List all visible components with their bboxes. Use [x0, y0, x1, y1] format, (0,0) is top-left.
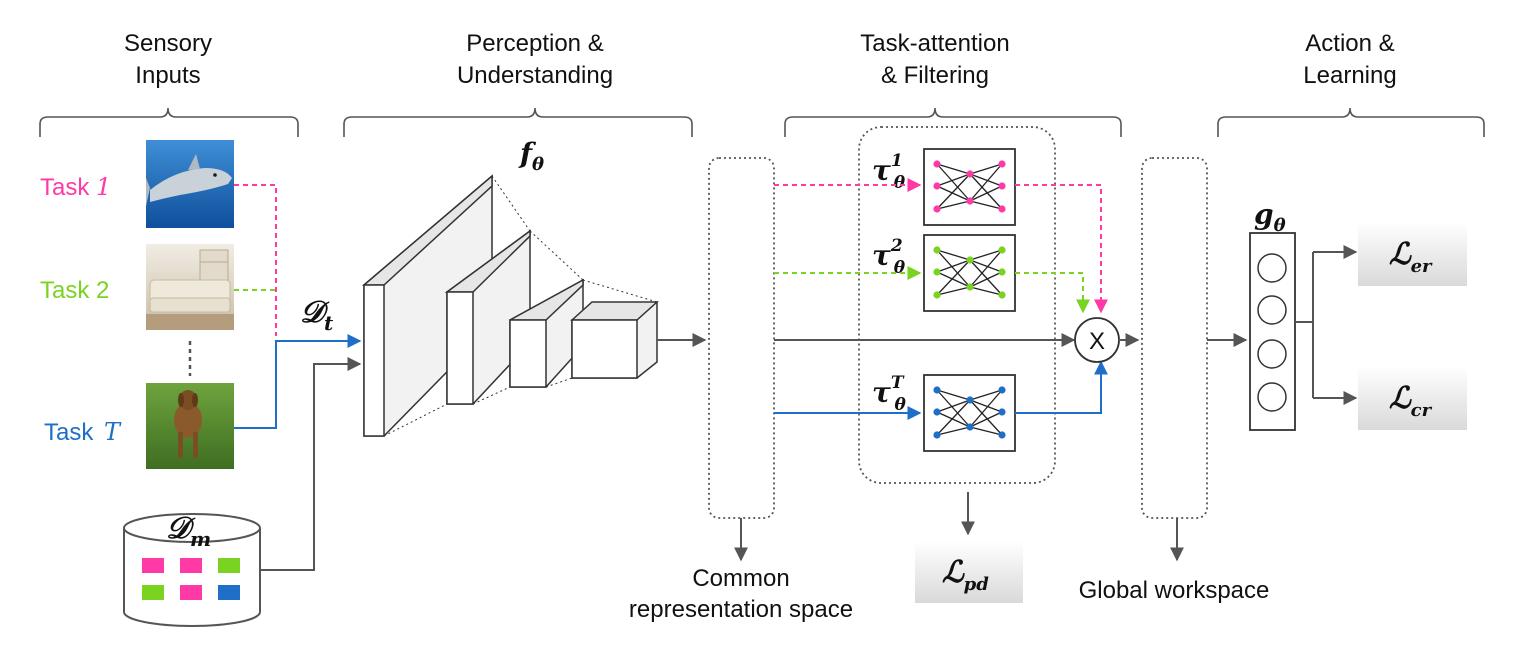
stage-sensory-line2: Inputs	[135, 62, 200, 89]
task-t-label: Task T	[44, 418, 122, 446]
multiply-symbol: X	[1089, 328, 1105, 355]
network-node	[933, 268, 941, 276]
loss-er-box	[1358, 222, 1467, 286]
network-node	[998, 431, 1006, 439]
memory-sample-block	[218, 558, 240, 573]
memory-sample-block	[180, 585, 202, 600]
task-2-label: Task 2	[40, 277, 109, 304]
memory-sample-block	[218, 585, 240, 600]
loss-pd-box	[915, 541, 1023, 603]
task-1-route	[234, 184, 277, 336]
network-node	[998, 246, 1006, 254]
network-node	[933, 246, 941, 254]
stage-sensory-line1: Sensory	[124, 30, 212, 57]
shark-image	[146, 140, 234, 228]
attention-module-1	[923, 148, 1016, 226]
task-1-label: Task 1	[40, 173, 111, 201]
memory-route	[260, 357, 362, 571]
network-node	[933, 160, 941, 168]
attention-modules	[923, 148, 1016, 452]
perception-brace	[343, 107, 693, 137]
stage-action-line2: Learning	[1303, 62, 1396, 89]
network-node	[998, 160, 1006, 168]
common-label-line2: representation space	[629, 596, 853, 623]
network-node	[966, 256, 974, 264]
sensory-brace	[39, 107, 299, 137]
dog-image	[146, 383, 234, 469]
stage-perception-line1: Perception &	[466, 30, 603, 57]
action-brace	[1217, 107, 1485, 137]
network-node	[933, 408, 941, 416]
global-workspace-box	[1141, 157, 1208, 519]
attention-brace	[784, 107, 1122, 137]
network-node	[933, 431, 941, 439]
attention-t-out	[1015, 360, 1108, 414]
symbol-d-t: 𝒟t	[300, 295, 334, 335]
network-node	[998, 205, 1006, 213]
network-node	[998, 182, 1006, 190]
network-node	[966, 197, 974, 205]
attention-1-out	[1015, 184, 1108, 314]
output-branch	[1295, 251, 1352, 399]
stage-header-perception: Perception & Understanding	[343, 30, 693, 137]
memory-sample-block	[142, 585, 164, 600]
cnn-encoder	[361, 174, 659, 437]
network-node	[933, 205, 941, 213]
network-node	[966, 423, 974, 431]
stage-header-attention: Task-attention & Filtering	[784, 30, 1122, 137]
network-node	[998, 408, 1006, 416]
stage-attention-line2: & Filtering	[881, 62, 989, 89]
network-node	[933, 291, 941, 299]
network-node	[966, 396, 974, 404]
memory-blocks	[142, 558, 240, 600]
output-head	[1249, 232, 1296, 431]
sofa-image	[146, 244, 234, 330]
network-node	[998, 268, 1006, 276]
loss-er-label: ℒer	[1389, 237, 1433, 277]
network-node	[966, 170, 974, 178]
loss-cr-label: ℒcr	[1389, 381, 1433, 421]
common-label-line1: Common	[692, 565, 789, 592]
attention-2-out	[1015, 272, 1090, 314]
attention-module-2	[923, 234, 1016, 312]
memory-buffer	[123, 513, 261, 627]
loss-cr-box	[1358, 366, 1467, 430]
common-representation-box	[708, 157, 775, 519]
symbol-g-theta: gθ	[1254, 198, 1286, 236]
network-node	[998, 291, 1006, 299]
network-node	[998, 386, 1006, 394]
loss-pd-label: ℒpd	[942, 555, 989, 595]
memory-sample-block	[142, 558, 164, 573]
memory-sample-block	[180, 558, 202, 573]
network-node	[966, 283, 974, 291]
stage-attention-line1: Task-attention	[860, 30, 1009, 57]
network-node	[933, 386, 941, 394]
stage-header-action: Action & Learning	[1217, 30, 1485, 137]
stage-perception-line2: Understanding	[457, 62, 613, 89]
stage-action-line1: Action &	[1305, 30, 1394, 57]
network-node	[933, 182, 941, 190]
global-workspace-label: Global workspace	[1079, 577, 1270, 604]
attention-group-box	[858, 126, 1056, 484]
task-t-route	[234, 334, 362, 429]
symbol-f-theta: fθ	[518, 137, 544, 175]
attention-module-t	[923, 374, 1016, 452]
stage-header-sensory: Sensory Inputs	[39, 30, 299, 137]
